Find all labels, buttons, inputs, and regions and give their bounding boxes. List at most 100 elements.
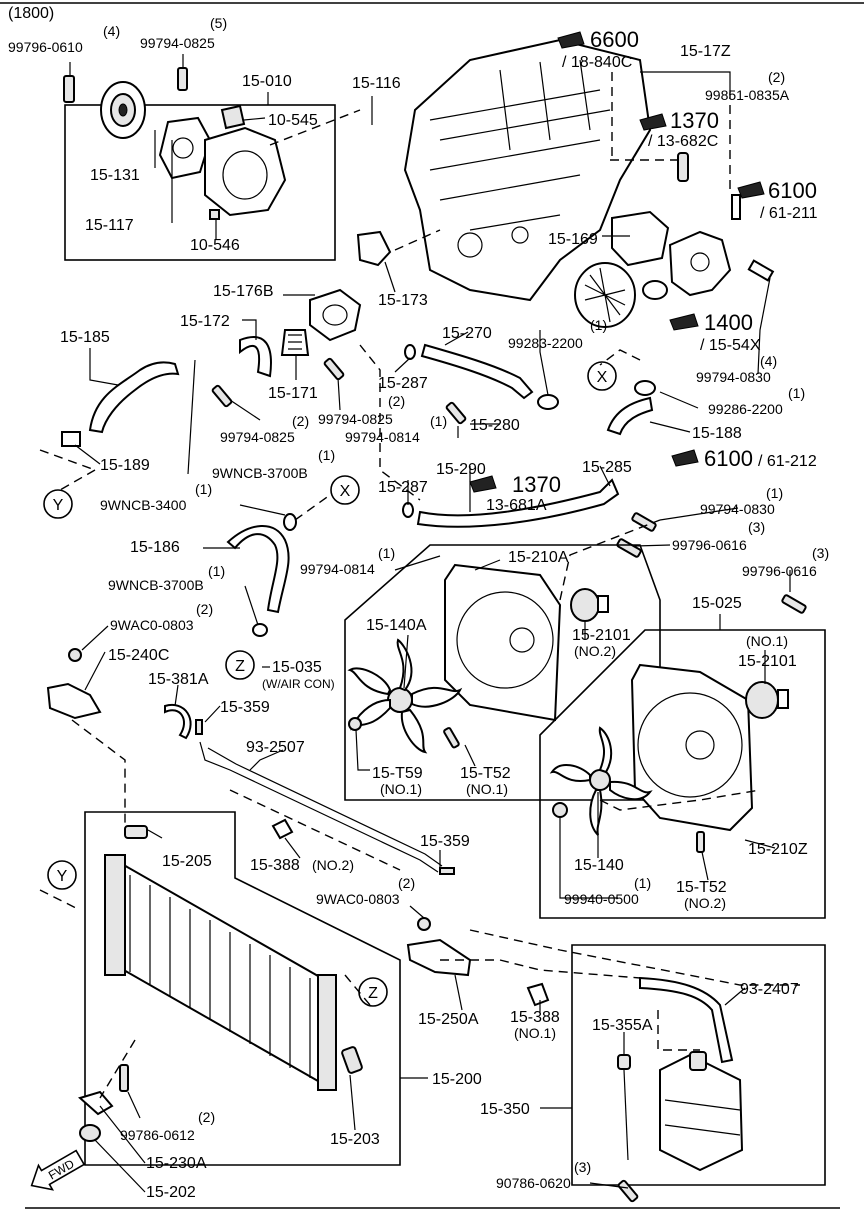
hose-15-186 [226,525,290,614]
fan-motor-15-2101-no1 [745,681,789,719]
part-number-label: 10-545 [268,112,318,129]
ref-arrow-6100-b: 6100 / 61-212 [671,446,817,471]
hose-15-381a [164,703,192,740]
bolt-99796-0610 [63,75,75,103]
bolt-99794-0814-a [445,401,467,425]
part-number-label: 15-240C [108,647,169,664]
part-number-label: (NO.2) [574,643,616,659]
rod-15-355a [623,1069,629,1161]
part-number-label: 15-280 [470,417,520,434]
nut-99940-0500 [552,802,568,818]
bolt-99794-0830-b [631,512,657,532]
part-number-label: (NO.2) [684,895,726,911]
ref-arrow-1400: 1400 / 15-54X [669,310,761,354]
part-number-label: 15-388 [510,1009,560,1026]
part-number-label: 15-T59 [372,765,423,782]
nut-9wac0-0803-b [417,917,431,931]
part-number-label: 15-185 [60,329,110,346]
screw-15-t52-no2 [696,831,705,853]
svg-text:/ 13-682C: / 13-682C [648,133,718,150]
qty-label: (2) [768,69,785,85]
qty-label: (1) [788,385,805,401]
marker-y-1: Y [43,489,73,519]
bracket-15-230a [77,1090,114,1116]
part-number-label: (NO.1) [514,1025,556,1041]
svg-text:/ 61-212: / 61-212 [758,453,817,470]
qty-label: (3) [812,545,829,561]
part-number-label: 99283-2200 [508,335,583,351]
part-labels: (4) 99796-0610 (5) 99794-0825 15-010 15-… [8,15,829,1201]
part-number-label: 99794-0814 [300,561,375,577]
shroud-15-210a [444,563,562,722]
fan-motor-15-2101-no2 [570,588,609,622]
part-number-label: (NO.1) [380,781,422,797]
part-number-label: 15-189 [100,457,150,474]
svg-text:X: X [597,369,608,386]
part-number-label: 15-025 [692,595,742,612]
svg-text:FWD: FWD [46,1156,77,1182]
qty-label: (1) [195,481,212,497]
part-number-label: 15-230A [146,1155,207,1172]
svg-text:6100: 6100 [704,446,753,471]
clamp-9wncb-3400 [283,513,297,531]
qty-label: (1) [590,317,607,333]
part-number-label: 15-210Z [748,841,808,858]
qty-label: (1) [378,545,395,561]
qty-label: (1) [634,875,651,891]
svg-text:/ 18-840C: / 18-840C [562,54,632,71]
svg-text:1370: 1370 [670,108,719,133]
svg-text:1370: 1370 [512,472,561,497]
part-number-label: 15-131 [90,167,140,184]
fan-blade-15-140a [347,638,463,754]
mount-15-202 [79,1124,101,1142]
part-number-label: 15-2101 [738,653,797,670]
part-number-label: 9WNCB-3400 [100,497,187,513]
part-number-label: 99794-0830 [696,369,771,385]
part-number-label: 9WAC0-0803 [110,617,194,633]
svg-text:X: X [340,483,351,500]
part-number-label: 99851-0835A [705,87,790,103]
diagram-code: (1800) [8,5,54,22]
part-number-label: 99794-0830 [700,501,775,517]
part-number-label: 99794-0814 [345,429,420,445]
part-number-label: 9WNCB-3700B [212,465,308,481]
engine-pulley [574,262,636,328]
part-number-label: 99794-0825 [318,411,393,427]
part-number-label: 15-035 [272,659,322,676]
part-number-label: 15-117 [85,217,134,234]
gasket-15-169 [611,210,670,267]
qty-label: (2) [198,1109,215,1125]
thermostat-15-171 [280,329,310,356]
radiator-box-15-200 [84,811,401,1166]
drain-plug-15-203 [341,1046,363,1074]
clip-15-388-no1 [526,982,550,1007]
bolt-99794-0825 [177,67,188,91]
part-number-label: 15-186 [130,539,180,556]
clamp-15-189 [61,431,81,447]
bracket-15-240c [46,682,102,720]
part-number-label: 15-200 [432,1071,482,1088]
fan-box-15-035 [344,544,661,801]
part-number-label: 15-270 [442,325,492,342]
part-number-label: 15-287 [378,375,428,392]
part-number-label: 15-169 [548,231,598,248]
shroud-15-210z [630,663,754,832]
thermostat-housing [642,152,775,300]
part-number-label: 15-140 [574,857,624,874]
screw-15-t52-no1 [443,727,460,749]
clip-15-359-a [195,719,203,735]
part-number-label: 15-388 [250,857,300,874]
part-number-label: (NO.1) [466,781,508,797]
reservoir-box-15-350 [571,944,826,1186]
bolt-99794-0825-c [323,357,345,381]
part-number-label: 15-T52 [460,765,511,782]
qty-label: (2) [196,601,213,617]
svg-text:/ 61-211: / 61-211 [760,205,818,222]
part-number-label: 99940-0500 [564,891,639,907]
part-number-label: 99796-0616 [742,563,817,579]
ref-arrow-1370-a: 1370 / 13-682C [639,108,719,150]
part-number-label: 15-203 [330,1131,380,1148]
part-number-label: 15-116 [352,75,401,92]
part-number-label: 99794-0825 [220,429,295,445]
qty-label: (1) [318,447,335,463]
